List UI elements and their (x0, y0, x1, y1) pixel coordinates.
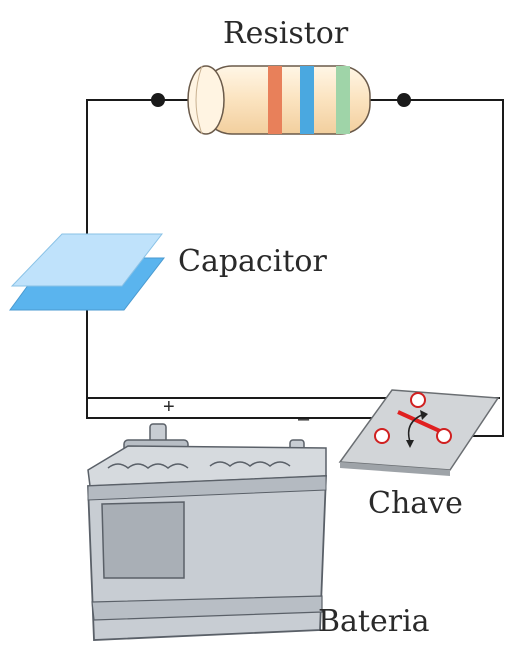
battery-label: Bateria (318, 604, 430, 639)
resistor-band-3 (336, 66, 350, 134)
battery (87, 423, 327, 641)
switch (338, 389, 500, 476)
junction-dot-left (151, 93, 165, 107)
wire-battery-plus (86, 398, 380, 419)
capacitor (9, 233, 166, 311)
resistor-band-1 (268, 66, 282, 134)
switch-lever (397, 410, 443, 434)
capacitor-label: Capacitor (178, 244, 327, 279)
wire-left (86, 99, 210, 258)
switch-contact-right (436, 428, 452, 444)
switch-contact-top (410, 392, 426, 408)
switch-contact-left (374, 428, 390, 444)
resistor-band-2 (300, 66, 314, 134)
capacitor-plate-upper (10, 233, 164, 287)
battery-minus-sign: – (298, 408, 310, 430)
switch-label: Chave (368, 486, 463, 521)
wires (86, 99, 504, 437)
resistor (187, 65, 371, 135)
resistor-label: Resistor (223, 16, 349, 51)
junction-dot-right (397, 93, 411, 107)
wire-capacitor-bottom (86, 310, 500, 399)
switch-arrow-icon (407, 413, 425, 443)
battery-label-panel (101, 501, 185, 579)
battery-plus-sign: + (163, 396, 175, 418)
wire-right (362, 99, 504, 437)
